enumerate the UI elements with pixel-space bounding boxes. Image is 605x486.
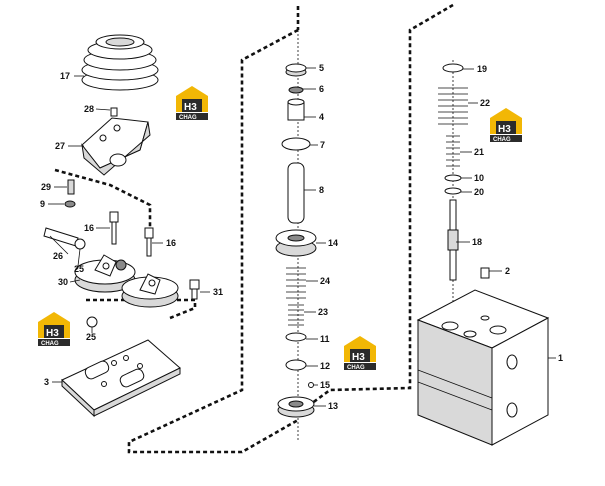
base-plate-part-3 [61,339,181,418]
svg-text:H3: H3 [352,352,365,363]
watermark-logo: H3 CHAG [38,312,70,347]
callout-4: 4 [319,112,324,122]
callout-numbers: 17 28 27 29 9 16 16 26 25 30 31 25 3 5 6… [40,63,563,411]
callout-16b: 16 [166,238,176,248]
callout-14: 14 [328,238,338,248]
callout-22: 22 [480,98,490,108]
cam-assembly-part-30 [74,254,179,308]
center-valve-stack [275,63,317,418]
valve-body-part-1 [416,289,550,446]
callout-19: 19 [477,64,487,74]
watermark-logo: H3 CHAG [344,336,376,371]
pin-part-26 [43,227,86,250]
callout-7: 7 [320,140,325,150]
callout-24: 24 [320,276,330,286]
bolts-part-16 [109,211,154,257]
callout-26: 26 [53,251,63,261]
svg-text:CHAG: CHAG [347,365,365,371]
callout-13: 13 [328,401,338,411]
callout-18: 18 [472,237,482,247]
callout-25b: 25 [86,332,96,342]
svg-text:H3: H3 [498,124,511,135]
callout-23: 23 [318,307,328,317]
svg-text:H3: H3 [184,102,197,113]
callout-1: 1 [558,353,563,363]
callout-leaders [48,67,556,407]
callout-11: 11 [320,334,330,344]
callout-28: 28 [84,104,94,114]
svg-text:CHAG: CHAG [179,115,197,121]
callout-6: 6 [319,84,324,94]
callout-17: 17 [60,71,70,81]
boot-part-17 [81,34,159,91]
callout-9: 9 [40,199,45,209]
callout-12: 12 [320,361,330,371]
watermark-logo: H3 CHAG [490,108,522,143]
right-valve-stack [438,63,490,281]
callout-8: 8 [319,185,324,195]
callout-30: 30 [58,277,68,287]
svg-text:CHAG: CHAG [41,341,59,347]
callout-15: 15 [320,380,330,390]
callout-29: 29 [41,182,51,192]
plate-part-27 [81,107,151,176]
callout-3: 3 [44,377,49,387]
callout-27: 27 [55,141,65,151]
callout-31: 31 [213,287,223,297]
callout-16a: 16 [84,223,94,233]
screw-part-29 [64,179,76,208]
callout-2: 2 [505,266,510,276]
callout-25a: 25 [74,264,84,274]
callout-5: 5 [319,63,324,73]
bolt-part-31 [189,279,200,300]
watermark-logo: H3 CHAG [176,86,208,121]
callout-10: 10 [474,173,484,183]
bush-part-25b [86,316,98,328]
callout-20: 20 [474,187,484,197]
svg-text:CHAG: CHAG [493,137,511,143]
svg-text:H3: H3 [46,328,59,339]
callout-21: 21 [474,147,484,157]
